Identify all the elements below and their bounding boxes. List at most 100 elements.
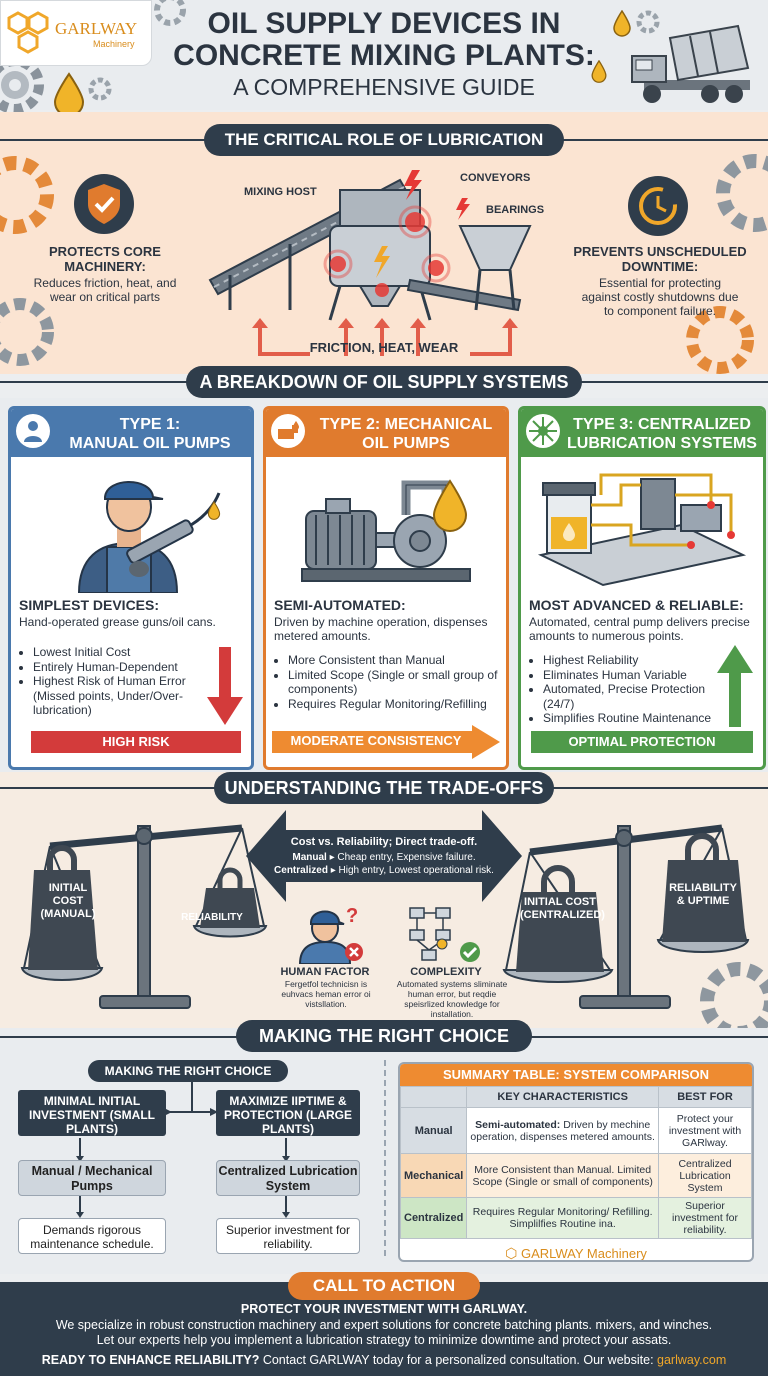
table-row-name: Manual [400, 1107, 468, 1154]
label-bearings: BEARINGS [486, 204, 545, 216]
tradeoff-central-label: Centralized [274, 865, 328, 876]
svg-text:?: ? [346, 905, 358, 927]
title-line-3: A COMPREHENSIVE GUIDE [233, 74, 535, 100]
gear-icon [88, 77, 112, 101]
table-row-name: Centralized [400, 1197, 468, 1239]
card-manual-title-1: TYPE 1: [119, 416, 181, 433]
network-icon [526, 414, 560, 448]
weight-initial-manual: INITIAL COST (MANUAL) [40, 882, 96, 920]
technician-icon [16, 414, 50, 448]
tradeoff-central: Centralized ▸ High entry, Lowest operati… [274, 865, 494, 876]
tradeoffs-heading: UNDERSTANDING THE TRADE-OFFS [214, 772, 554, 804]
complexity-title: COMPLEXITY [410, 966, 482, 978]
worker-grease-gun-illustration [77, 481, 221, 593]
flow-right-mid: Centralized Lubrication System [216, 1160, 360, 1196]
card-mechanical-title-2: OIL PUMPS [362, 435, 450, 452]
mechanical-pump-illustration [301, 480, 471, 582]
tradeoff-manual-text: Cheap entry, Expensive failure. [337, 852, 476, 863]
card-centralized-bullets: Highest Reliability Eliminates Human Var… [529, 653, 723, 726]
card-centralized-desc: Automated, central pump delivers precise… [529, 615, 750, 643]
heat-arrows [252, 318, 518, 356]
brand-logo[interactable]: GARLWAY Machinery [0, 0, 152, 66]
cta-heading: CALL TO ACTION [288, 1272, 480, 1300]
human-factor-title: HUMAN FACTOR [280, 966, 370, 978]
cta-line-4: READY TO ENHANCE RELIABILITY? Contact GA… [0, 1353, 768, 1367]
protects-text: Reduces friction, heat, and wear on crit… [33, 276, 177, 304]
list-item: More Consistent than Manual [288, 653, 506, 668]
lubrication-heading: THE CRITICAL ROLE OF LUBRICATION [204, 124, 564, 156]
oil-drop-icon [613, 10, 631, 37]
cta-line-2: We specialize in robust construction mac… [55, 1318, 713, 1332]
flow-left-mid: Manual / Mechanical Pumps [18, 1160, 166, 1196]
prevents-text: Essential for protecting against costly … [581, 276, 739, 318]
tradeoff-manual: Manual ▸ Cheap entry, Expensive failure. [292, 852, 476, 863]
table-cell-characteristics: Semi-automated: Driven by mechine operat… [466, 1107, 659, 1154]
gear-icon [636, 10, 660, 34]
oil-drop-icon [432, 479, 468, 532]
confused-worker-icon: ? [298, 905, 363, 964]
card-manual-head: SIMPLEST DEVICES: [19, 597, 160, 613]
mixing-plant-illustration [208, 170, 532, 321]
website-link[interactable]: garlway.com [657, 1353, 727, 1367]
card-mechanical-badge: MODERATE CONSISTENCY [290, 733, 462, 748]
table-header-empty [400, 1086, 468, 1108]
card-manual-bullets: Lowest Initial Cost Entirely Human-Depen… [19, 645, 213, 718]
cta-line-1: PROTECT YOUR INVESTMENT WITH GARLWAY. [240, 1302, 528, 1316]
flow-title: MAKING THE RIGHT CHOICE [88, 1060, 288, 1082]
card-mechanical-header: TYPE 2: MECHANICAL OIL PUMPS [266, 409, 506, 457]
cta-line-4-text: Contact GARLWAY today for a personalized… [259, 1353, 658, 1367]
card-mechanical-bullets: More Consistent than Manual Limited Scop… [274, 653, 506, 712]
card-manual-desc: Hand-operated grease guns/oil cans. [19, 615, 216, 629]
card-centralized: TYPE 3: CENTRALIZED LUBRICATION SYSTEMS … [518, 406, 766, 770]
list-item: Highest Risk of Human Error (Missed poin… [33, 674, 213, 718]
flow-left-top: MINIMAL INITIAL INVESTMENT (SMALL PLANTS… [18, 1090, 166, 1136]
brand-name: GARLWAY [55, 19, 138, 38]
balance-scale-right [502, 824, 750, 1009]
list-item: Simplifies Routine Maintenance [543, 711, 723, 726]
flowchart-check-icon [409, 907, 480, 962]
card-mechanical-title-1: TYPE 2: MECHANICAL [319, 416, 493, 433]
list-item: Eliminates Human Variable [543, 668, 723, 683]
table-row: Centralized Requires Regular Monitoring/… [400, 1197, 752, 1239]
title-line-2: CONCRETE MIXING PLANTS: [173, 39, 595, 72]
summary-table-title: SUMMARY TABLE: SYSTEM COMPARISON [400, 1064, 752, 1086]
tradeoffs-section [0, 772, 768, 1028]
table-cell-best-for: Superior investment for reliability. [658, 1197, 752, 1239]
table-row: Mechanical More Consistent than Manual. … [400, 1153, 752, 1198]
weight-reliability-uptime: RELIABILITY & UPTIME [669, 882, 737, 907]
list-item: Entirely Human-Dependent [33, 660, 213, 675]
hexagon-logo-icon [7, 11, 49, 54]
choice-heading: MAKING THE RIGHT CHOICE [236, 1020, 532, 1052]
card-centralized-header: TYPE 3: CENTRALIZED LUBRICATION SYSTEMS [521, 409, 763, 457]
shield-check-icon [74, 174, 134, 234]
gear-icon [716, 154, 768, 232]
oil-drop-icon [591, 60, 607, 83]
label-conveyors: CONVEYORS [460, 172, 531, 184]
list-item: Highest Reliability [543, 653, 723, 668]
table-row-name: Mechanical [400, 1153, 468, 1198]
flow-left-bottom: Demands rigorous maintenance schedule. [18, 1218, 166, 1254]
table-cell-characteristics: More Consistent than Manual. Limited Sco… [466, 1153, 659, 1198]
prevents-title: PREVENTS UNSCHEDULED DOWNTIME: [573, 244, 747, 274]
summary-table-card: SUMMARY TABLE: SYSTEM COMPARISON KEY CHA… [398, 1062, 754, 1262]
card-manual-header: TYPE 1: MANUAL OIL PUMPS [11, 409, 251, 457]
flow-connectors [76, 1082, 290, 1218]
tradeoff-title: Cost vs. Reliability; Direct trade-off. [290, 836, 478, 848]
weight-reliability: RELIABILITY [181, 912, 243, 923]
protects-title: PROTECTS CORE MACHINERY: [49, 244, 161, 274]
balance-scale-left [20, 824, 268, 1009]
human-factor-text: Fergetfol technicisn is euhvacs heman er… [281, 979, 371, 1009]
card-manual: TYPE 1: MANUAL OIL PUMPS SIMPLEST DEVICE… [8, 406, 254, 770]
double-arrow-icon [246, 810, 522, 902]
gear-icon [154, 0, 186, 26]
card-mechanical-head: SEMI-AUTOMATED: [274, 597, 406, 613]
table-brand-text: GARLWAY Machinery [520, 1246, 647, 1261]
clock-refresh-icon [628, 176, 688, 236]
table-brand: ⬡ GARLWAY Machinery [400, 1245, 752, 1261]
list-item: Requires Regular Monitoring/Refilling [288, 697, 506, 712]
brand-sub: Machinery [93, 39, 135, 49]
table-cell-characteristics: Requires Regular Monitoring/ Refilling. … [466, 1197, 659, 1239]
card-mechanical: TYPE 2: MECHANICAL OIL PUMPS SEMI-AUTOMA… [263, 406, 509, 770]
table-cell-bold: Semi-automated: [475, 1118, 561, 1131]
cta-line-3: Let our experts help you implement a lub… [96, 1333, 672, 1347]
